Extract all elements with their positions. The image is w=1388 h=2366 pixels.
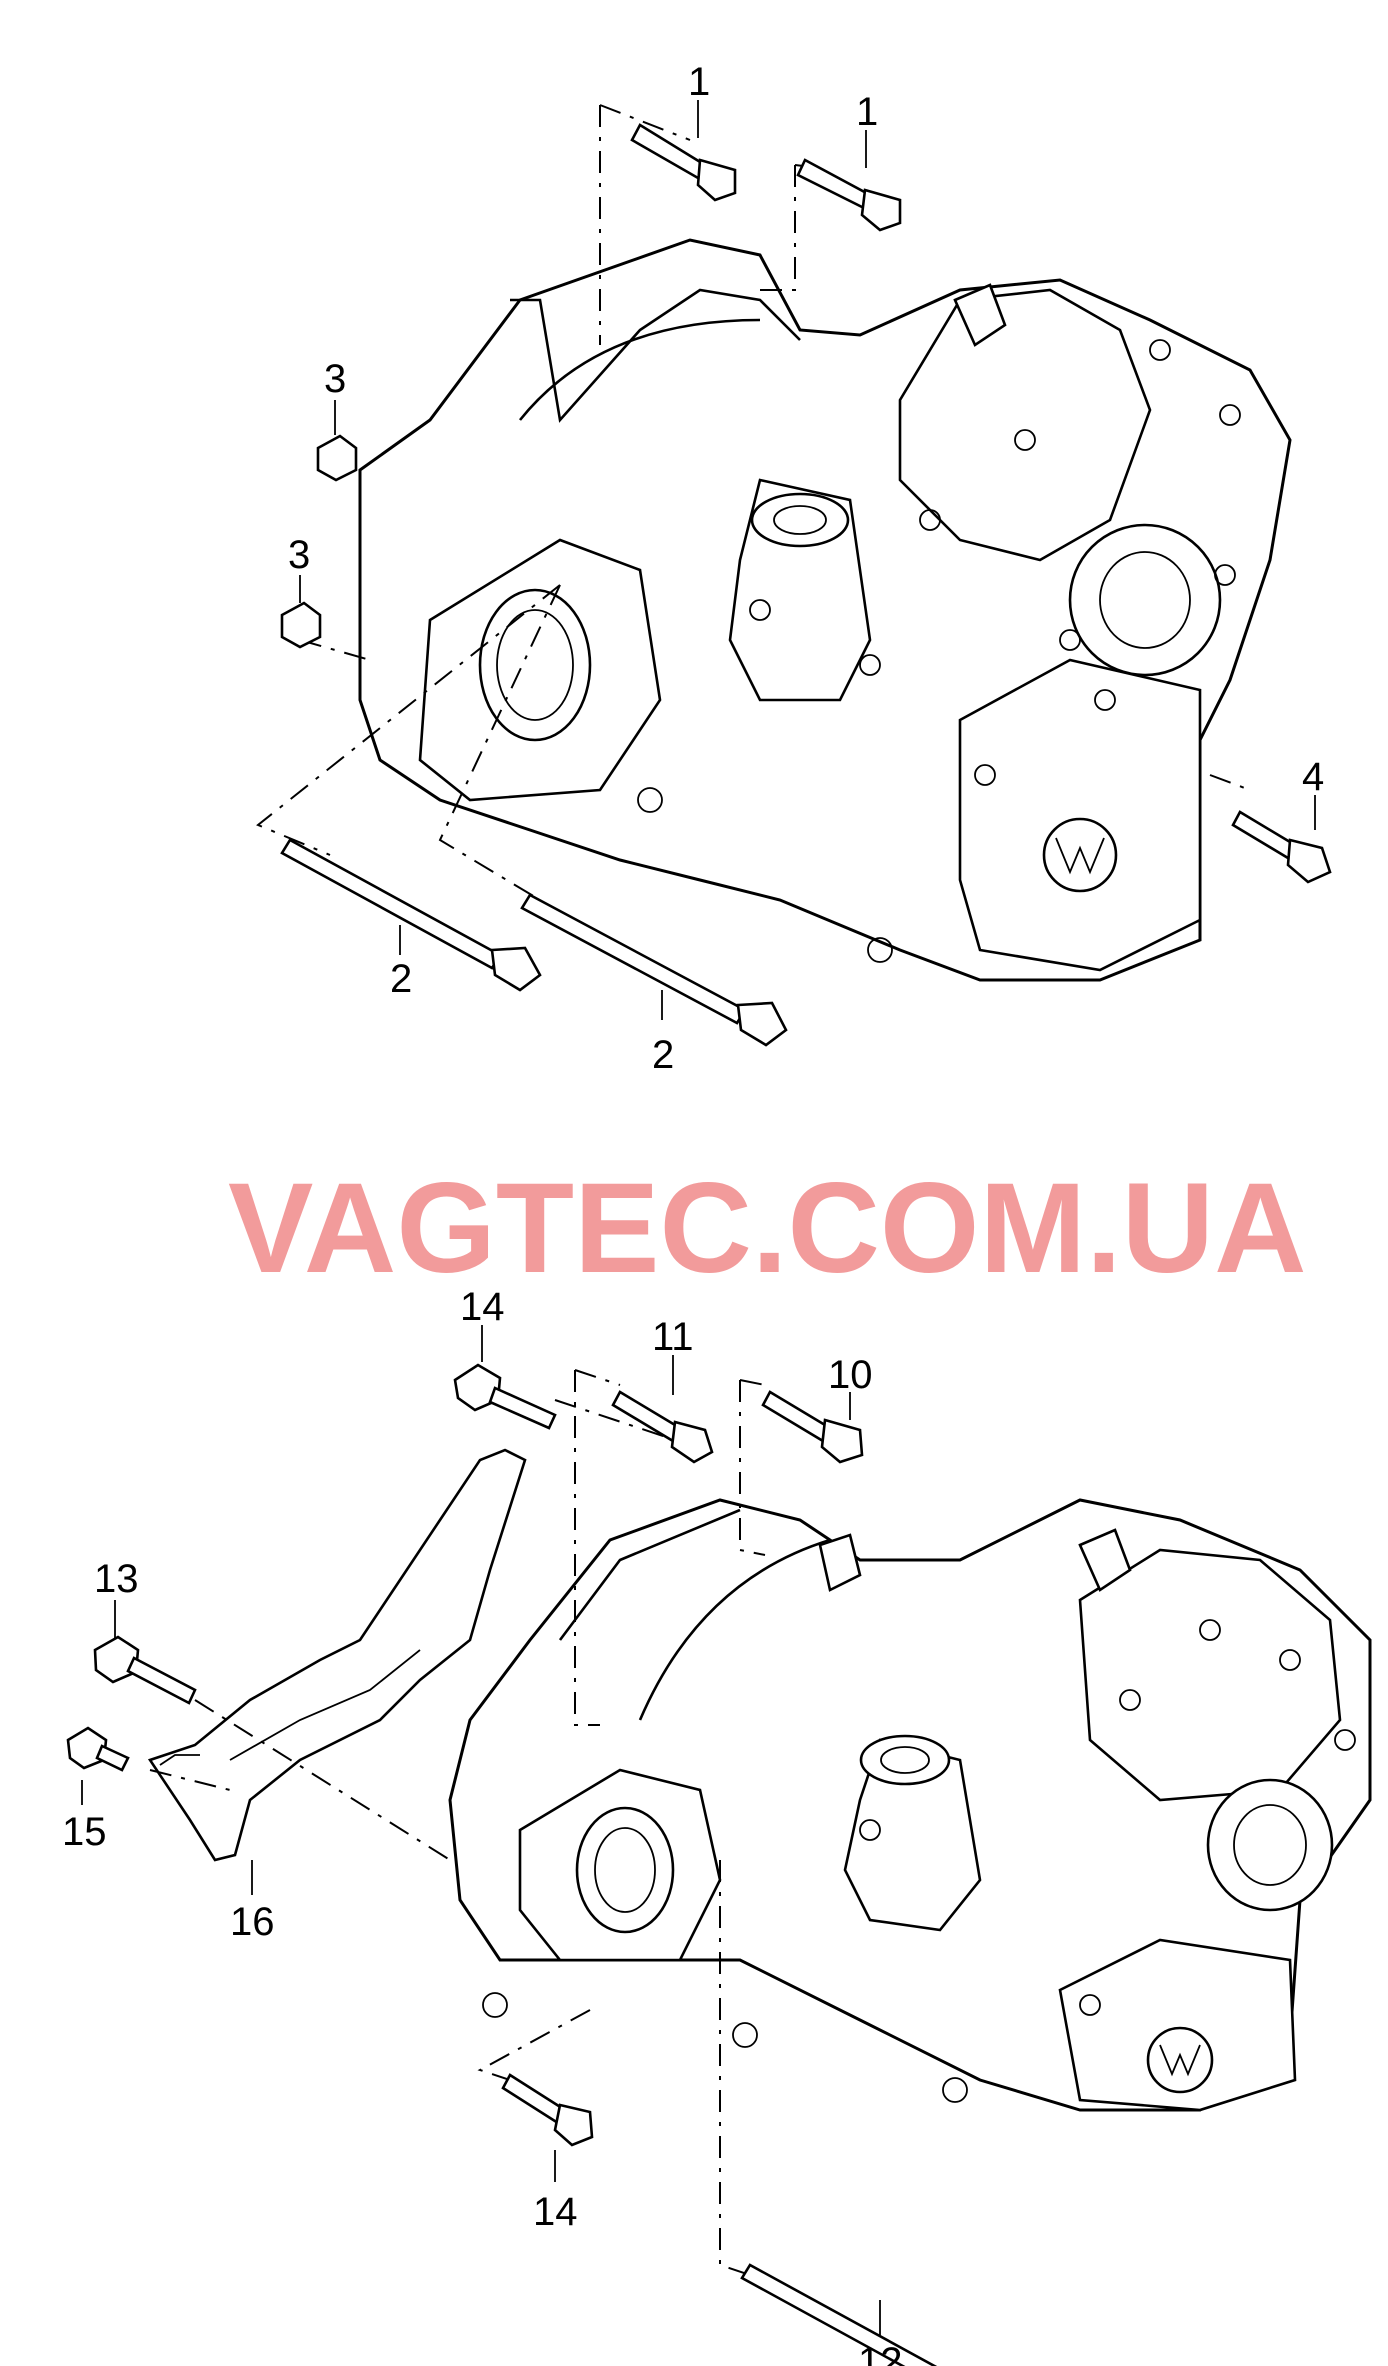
- callout-labels: 1 1 2 2 3 3 4 10 11 12 13 14 14 15 16: [62, 60, 1324, 2366]
- bolt-4: [1231, 810, 1332, 884]
- watermark-text: VAGTEC.COM.UA: [228, 1157, 1307, 1300]
- bolt-10: [761, 1390, 864, 1464]
- callout-2b: 2: [652, 1033, 674, 1077]
- upper-leader-lines: [256, 104, 1251, 901]
- stud-2a: [280, 838, 542, 992]
- bolt-13: [93, 1635, 197, 1705]
- bolt-11: [611, 1390, 714, 1464]
- callout-1b: 1: [856, 90, 878, 134]
- callout-14a: 14: [460, 1285, 505, 1329]
- gearbox-upper: [358, 238, 1292, 982]
- callout-15: 15: [62, 1810, 107, 1854]
- shield-16: [147, 1448, 527, 1862]
- callout-13: 13: [94, 1557, 139, 1601]
- bolt-15: [66, 1726, 130, 1772]
- callout-10: 10: [828, 1353, 873, 1397]
- callout-2a: 2: [390, 957, 412, 1001]
- bolt-1a: [630, 123, 737, 202]
- stud-12: [740, 2263, 938, 2366]
- nut-3a: [316, 434, 358, 482]
- callout-16: 16: [230, 1900, 275, 1944]
- callout-14b: 14: [533, 2190, 578, 2234]
- callout-4: 4: [1302, 755, 1324, 799]
- callout-1a: 1: [688, 60, 710, 104]
- nut-3b: [280, 601, 322, 649]
- upper-callout-ticks: [299, 100, 1316, 1020]
- bolt-14a: [453, 1363, 557, 1430]
- callout-3a: 3: [324, 357, 346, 401]
- callout-12: 12: [858, 2340, 903, 2366]
- gearbox-lower: [448, 1498, 1372, 2112]
- bolt-14b: [501, 2073, 594, 2147]
- callout-3b: 3: [288, 533, 310, 577]
- lower-leader-lines: [149, 1369, 766, 2276]
- stud-2b: [520, 893, 788, 1047]
- lower-callout-ticks: [81, 1325, 881, 2335]
- callout-11: 11: [652, 1315, 694, 1359]
- bolt-1b: [796, 158, 902, 232]
